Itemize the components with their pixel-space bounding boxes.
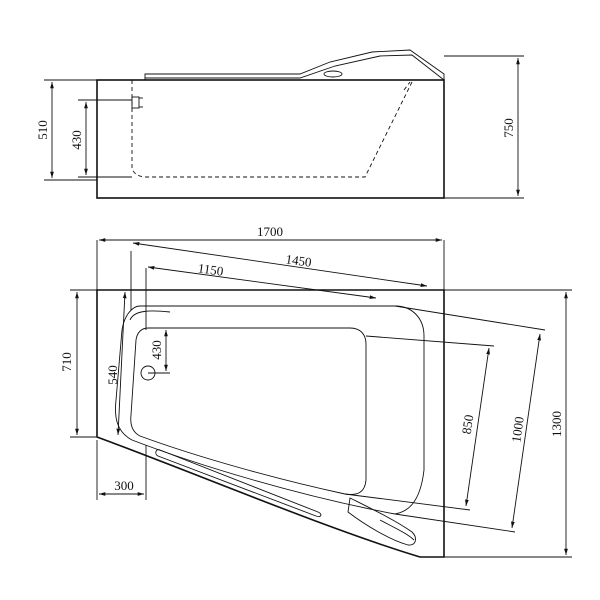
dim-drain-offset: 430 xyxy=(149,340,164,360)
side-view: 750 510 430 xyxy=(35,49,524,199)
dim-corner-offset: 300 xyxy=(114,478,134,493)
dim-inner-depth: 430 xyxy=(69,130,84,150)
side-rim xyxy=(144,49,445,80)
top-inner-basin xyxy=(130,327,367,495)
top-headrest xyxy=(347,497,416,546)
dim-outer-depth: 510 xyxy=(35,120,50,140)
dim-long-side: 1300 xyxy=(549,411,564,437)
top-grab-rail xyxy=(155,449,322,517)
dim-total-height: 750 xyxy=(501,118,516,138)
dim-diag-length: 1450 xyxy=(285,251,313,269)
dim-inner-width: 850 xyxy=(459,414,477,435)
dim-short-side: 710 xyxy=(59,352,74,372)
dim-inner-length: 1150 xyxy=(197,260,224,278)
dim-overall-length: 1700 xyxy=(257,224,283,239)
dim-diag-width: 1000 xyxy=(508,415,526,443)
side-overflow-fitting xyxy=(131,96,140,109)
top-view: 1700 1450 1150 710 540 430 300 1300 xyxy=(59,224,572,558)
side-tub-body xyxy=(96,79,445,199)
top-outer-shell xyxy=(96,289,445,558)
side-inner-basin xyxy=(131,80,413,178)
side-pillow xyxy=(323,70,343,78)
dim-rim-width: 540 xyxy=(105,365,120,385)
